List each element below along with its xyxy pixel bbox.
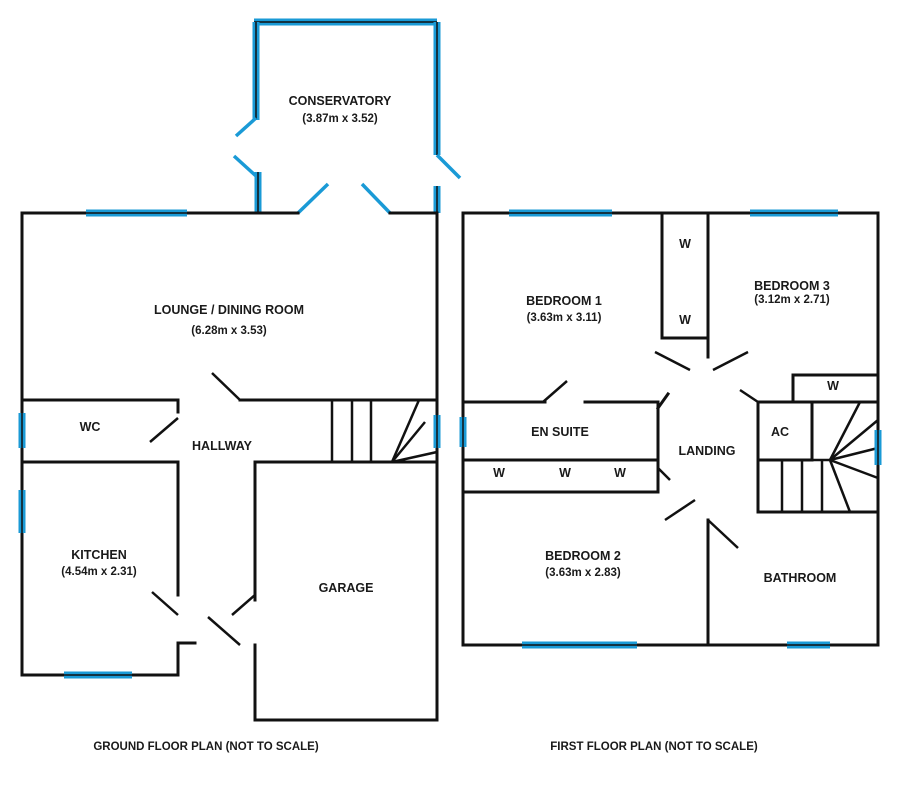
wardrobe-label-6: W [614,466,626,480]
en-suite-label: EN SUITE [531,425,589,439]
bedroom1-label: BEDROOM 1 [526,294,602,308]
wardrobe-label-4: W [493,466,505,480]
ground-floor-plan: CONSERVATORY (3.87m x 3.52) LOUNGE / DIN… [18,18,462,722]
wardrobe-label-5: W [559,466,571,480]
kitchen-size: (4.54m x 2.31) [61,566,137,578]
ground-floor-caption: GROUND FLOOR PLAN (NOT TO SCALE) [93,741,318,753]
garage-label: GARAGE [319,581,374,595]
bedroom2-label: BEDROOM 2 [545,549,621,563]
bedroom3-size: (3.12m x 2.71) [754,294,830,306]
ground-windows [18,209,441,679]
wardrobe-label-2: W [679,313,691,327]
hallway-label: HALLWAY [192,439,253,453]
first-floor-plan: BEDROOM 1 (3.63m x 3.11) BEDROOM 3 (3.12… [459,209,882,649]
bedroom2-size: (3.63m x 2.83) [545,567,621,579]
bedroom3-label: BEDROOM 3 [754,279,830,293]
first-doors [542,350,759,549]
lounge-size: (6.28m x 3.53) [191,325,267,337]
ground-internal-walls [20,398,439,722]
bedroom1-size: (3.63m x 3.11) [527,312,602,324]
ground-stairs [330,399,438,464]
ac-label: AC [771,425,789,439]
ground-doors [149,372,256,646]
first-stairs [780,401,879,513]
conservatory-label: CONSERVATORY [289,94,392,108]
wardrobe-label-3: W [827,379,839,393]
landing-label: LANDING [679,444,736,458]
wardrobe-label-1: W [679,237,691,251]
ground-outer-walls [20,211,439,722]
conservatory-walls [232,18,462,215]
bathroom-label: BATHROOM [764,571,837,585]
conservatory-size: (3.87m x 3.52) [302,113,378,125]
wc-label: WC [80,420,101,434]
lounge-label: LOUNGE / DINING ROOM [154,303,304,317]
first-windows [459,209,882,649]
kitchen-label: KITCHEN [71,548,127,562]
first-internal-walls [461,211,880,647]
first-floor-caption: FIRST FLOOR PLAN (NOT TO SCALE) [550,741,758,753]
